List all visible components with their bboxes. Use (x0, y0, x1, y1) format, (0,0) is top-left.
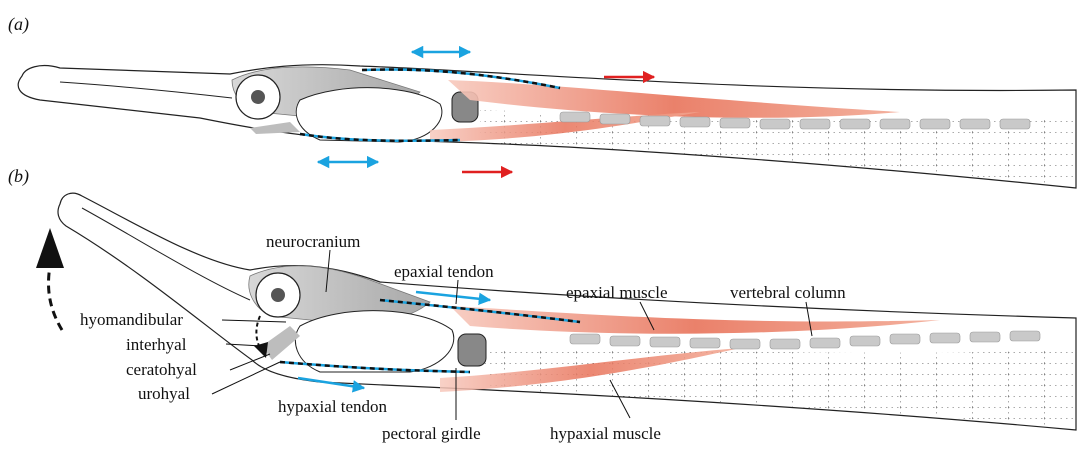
label-epaxial-muscle: epaxial muscle (566, 283, 668, 302)
label-pectoral-girdle: pectoral girdle (382, 424, 481, 443)
panel-b-opercle (295, 311, 453, 372)
panel-b-snout-rotation-arrow (49, 266, 63, 330)
label-neurocranium: neurocranium (266, 232, 360, 251)
panel-a-label: (a) (8, 14, 29, 35)
panel-b-label: (b) (8, 166, 29, 187)
panel-a-opercle (296, 88, 442, 142)
label-vertebral-column: vertebral column (730, 283, 846, 302)
panel-b-pectoral-fin (458, 334, 486, 366)
label-epaxial-tendon: epaxial tendon (394, 262, 494, 281)
panel-b-fish (36, 193, 1076, 430)
label-ceratohyal: ceratohyal (126, 360, 197, 379)
label-hypaxial-tendon: hypaxial tendon (278, 397, 388, 416)
label-hypaxial-muscle: hypaxial muscle (550, 424, 661, 443)
label-interhyal: interhyal (126, 335, 187, 354)
panel-a-fish (18, 52, 1076, 188)
label-urohyal: urohyal (138, 384, 190, 403)
panel-b-body-grid (480, 348, 1076, 428)
label-hyomandibular: hyomandibular (80, 310, 183, 329)
